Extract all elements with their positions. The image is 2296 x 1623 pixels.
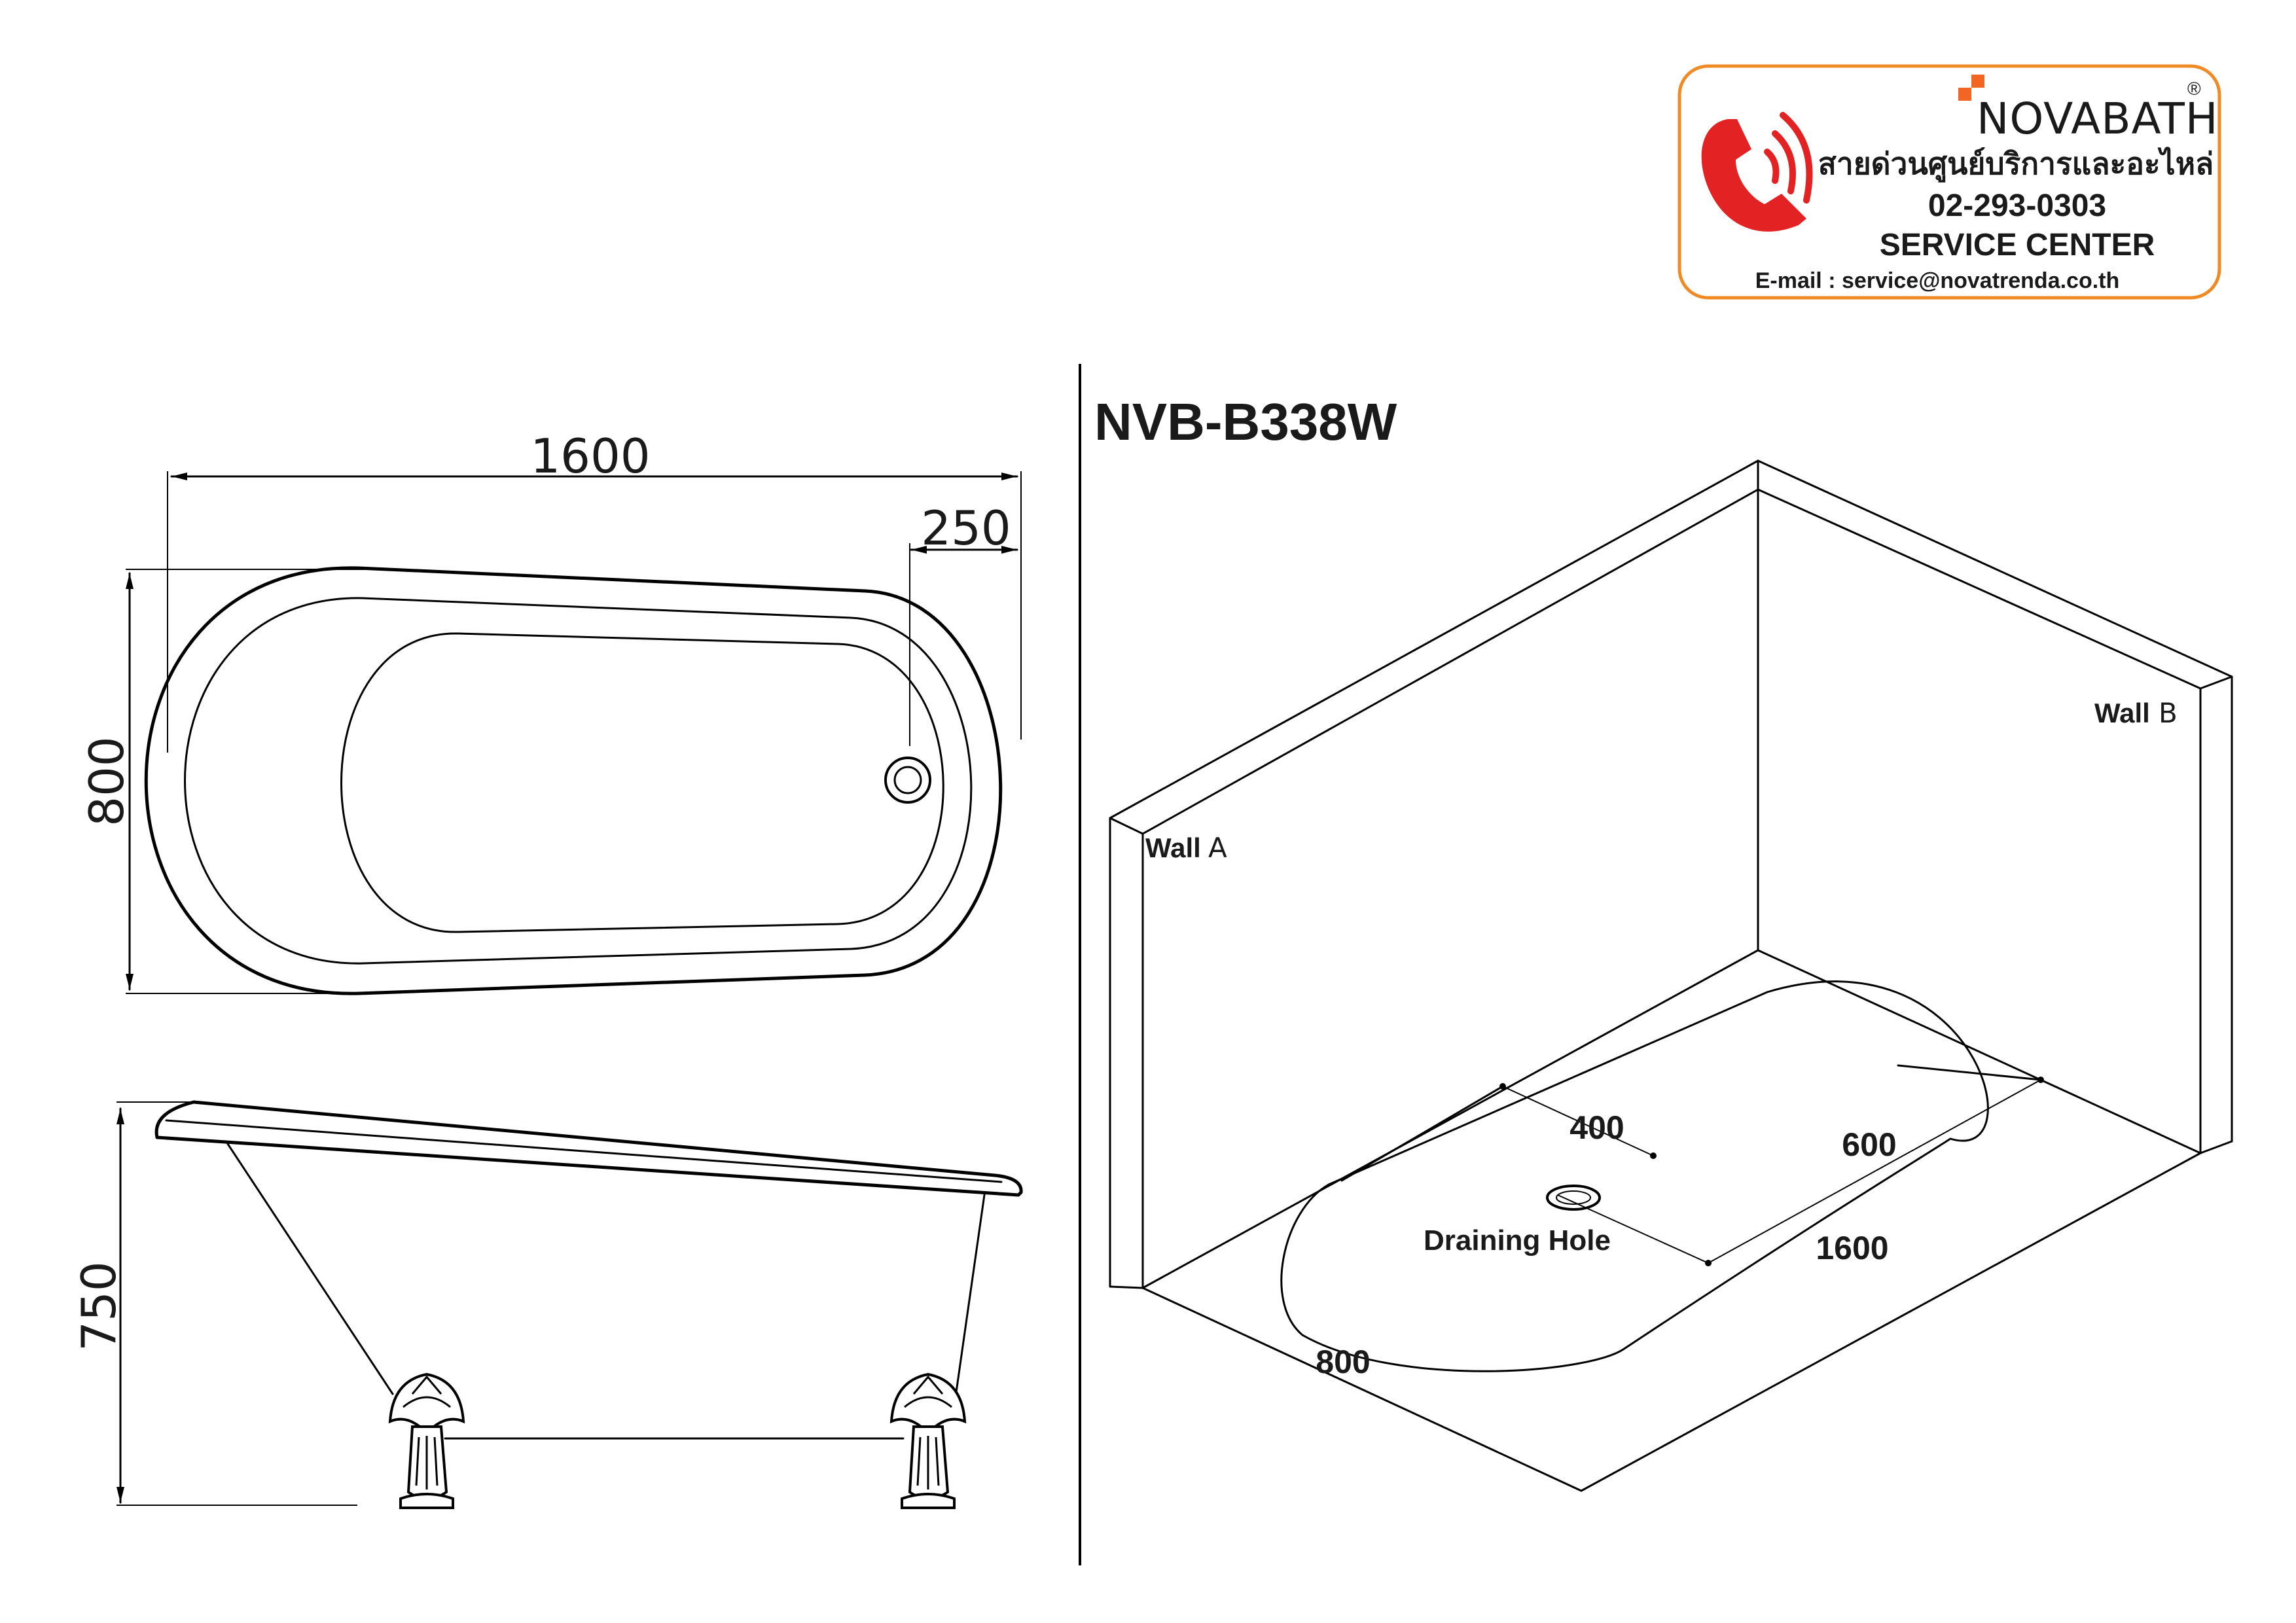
- claw-foot-left: [388, 1372, 465, 1509]
- thai-hotline-label: สายด่วนศูนย์บริการและอะไหล่: [1818, 146, 2214, 183]
- service-phone: 02-293-0303: [1928, 188, 2106, 223]
- claw-foot-right: [889, 1372, 967, 1509]
- service-center-card: NOVABATH ® สายด่วนศูนย์บริการและอะไหล่ 0…: [1677, 64, 2221, 300]
- top-length-label: 1600: [530, 429, 650, 484]
- iso-dim-400: 400: [1570, 1109, 1624, 1146]
- side-height-label: 750: [71, 1261, 126, 1351]
- wall-b-label: Wall: [2094, 698, 2150, 728]
- brand-name: NOVABATH: [1977, 94, 2219, 144]
- top-view-drawing: 1600 250 800: [79, 429, 1022, 995]
- wall-a-label: Wall: [1145, 832, 1201, 863]
- drain-hole-icon: [1546, 1185, 1601, 1211]
- service-card-frame: [1677, 64, 2221, 300]
- iso-dim-600: 600: [1842, 1126, 1896, 1163]
- iso-dim-1600: 1600: [1816, 1230, 1888, 1266]
- wall-a-letter: A: [1208, 832, 1227, 864]
- service-email: E-mail : service@novatrenda.co.th: [1755, 268, 2120, 293]
- iso-dim-800: 800: [1316, 1344, 1370, 1380]
- top-drain-offset-label: 250: [921, 501, 1011, 556]
- side-view-drawing: 750: [71, 1100, 1023, 1509]
- brand-mark-icon: [1958, 75, 1984, 101]
- top-width-label: 800: [79, 736, 134, 826]
- model-code: NVB-B338W: [1094, 393, 1397, 451]
- isometric-view-drawing: Wall A Wall B 400 600 1600 800 Draining …: [1109, 459, 2233, 1492]
- wall-b-letter: B: [2159, 697, 2178, 729]
- registered-mark: ®: [2187, 79, 2201, 99]
- draining-hole-label: Draining Hole: [1424, 1224, 1611, 1257]
- phone-ringing-icon: [1701, 112, 1813, 232]
- service-center-label: SERVICE CENTER: [1880, 228, 2155, 262]
